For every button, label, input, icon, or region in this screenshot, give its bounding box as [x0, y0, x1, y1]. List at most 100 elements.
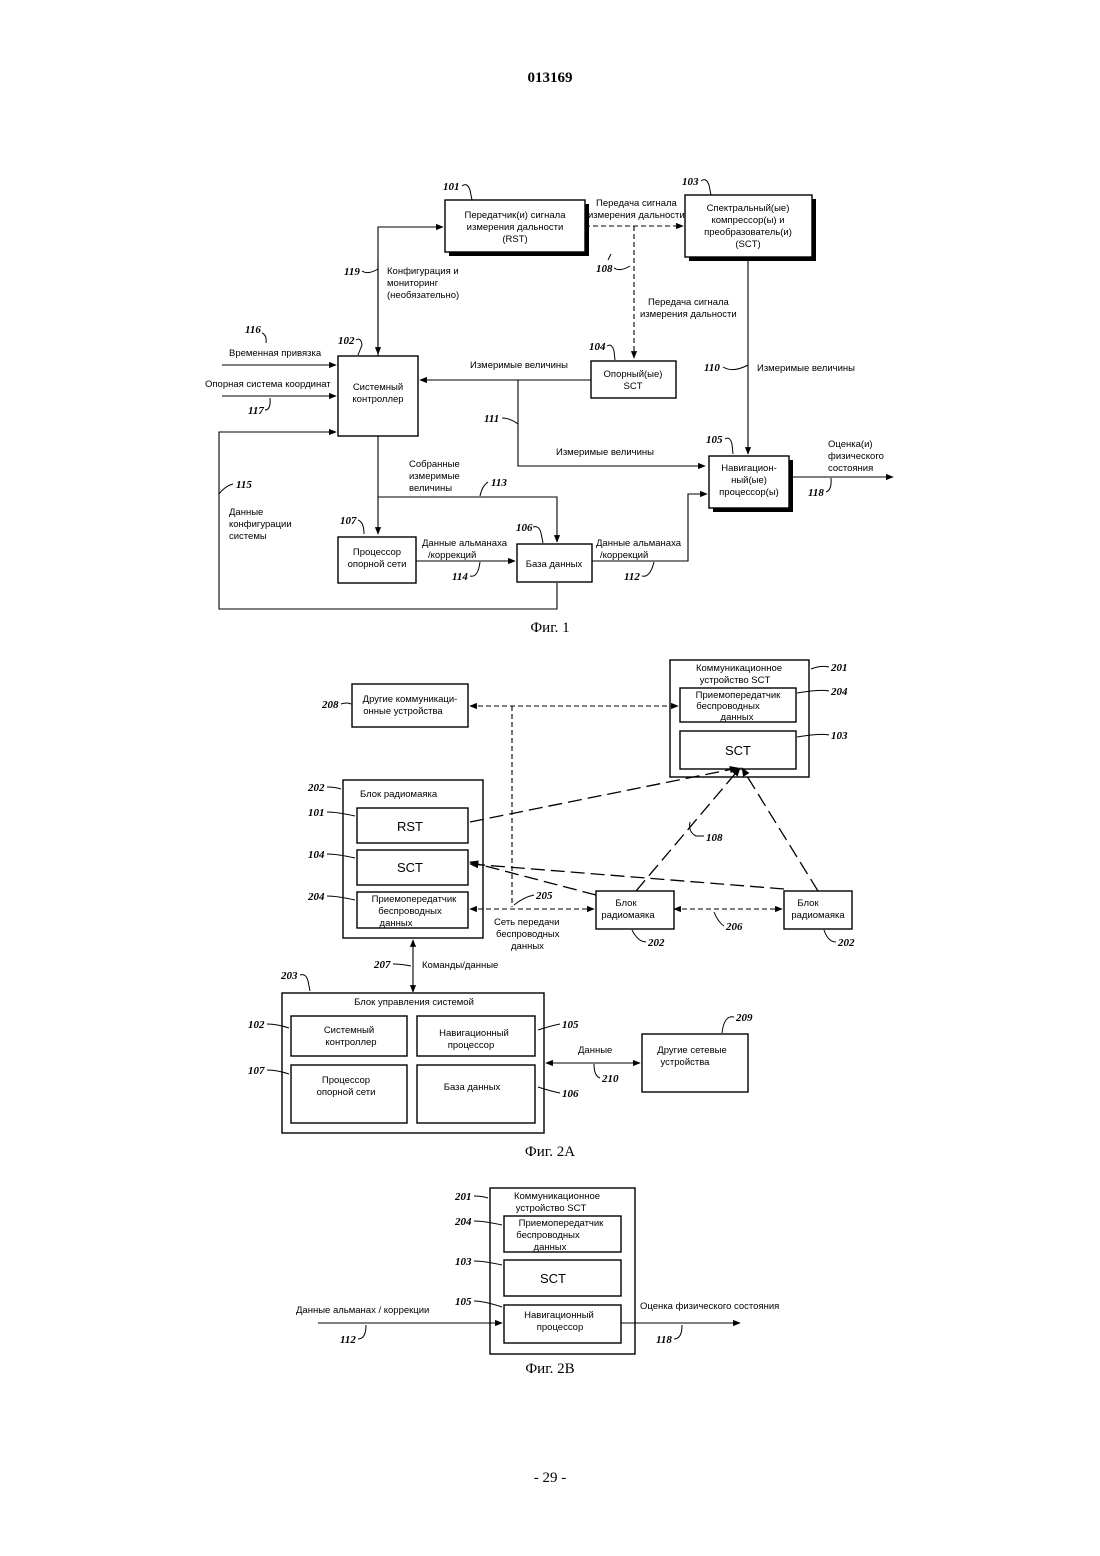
- wireless-net-label-1: Сеть передачи: [494, 917, 559, 928]
- ref-204-beacon: 204: [307, 891, 325, 903]
- nav-proc-label-1: Навигационный: [439, 1028, 509, 1039]
- ref-203: 203: [280, 970, 298, 982]
- page-number-header: 013169: [528, 70, 573, 86]
- sct-comm-2b-label-1: Коммуникационное: [514, 1191, 600, 1202]
- ref-net-proc-label-1: Процессор: [322, 1075, 370, 1086]
- nav-proc-2b-label-1: Навигационный: [524, 1310, 594, 1321]
- data-label: Данные: [578, 1045, 612, 1056]
- system-config-label-3: системы: [229, 531, 267, 542]
- collected-measurables-label-3: величины: [409, 483, 452, 494]
- database-label: База данных: [444, 1082, 501, 1093]
- rst-label: RST: [397, 819, 423, 834]
- ref-112: 112: [624, 571, 640, 583]
- ref-209: 209: [735, 1012, 753, 1024]
- ref-202-right: 202: [837, 937, 855, 949]
- ref-102: 102: [338, 335, 355, 347]
- transceiver-2b-label-3: данных: [534, 1242, 567, 1253]
- ref-net-label-1: Процессор: [353, 547, 401, 558]
- ranging-signal-mid-1: Передача сигнала: [648, 297, 730, 308]
- other-comm-label-2: онные устройства: [363, 706, 443, 717]
- transceiver-beacon-label-3: данных: [380, 918, 413, 929]
- ranging-signal-label-1: Передача сигнала: [596, 198, 678, 209]
- beacon-right-label-1: Блок: [797, 898, 819, 909]
- ref-210: 210: [601, 1073, 619, 1085]
- config-monitoring-label-1: Конфигурация и: [387, 266, 459, 277]
- ref-103: 103: [831, 730, 848, 742]
- ref-202: 202: [307, 782, 325, 794]
- controller-label-2: контроллер: [352, 394, 403, 405]
- commands-data-label: Команды/данные: [422, 960, 498, 971]
- ref-104: 104: [589, 341, 606, 353]
- nav-label-3: процессор(ы): [719, 487, 779, 498]
- ranging-signal-label-2: измерения дальности: [588, 210, 685, 221]
- ref-101: 101: [443, 181, 460, 193]
- ref-103: 103: [682, 176, 699, 188]
- sct-comm-label-2: устройство SCT: [700, 675, 771, 686]
- almanac-right-label-1: Данные альманаха: [596, 538, 682, 549]
- figure-2a: Коммуникационное устройство SCT Приемопе…: [248, 660, 855, 1160]
- system-config-label-2: конфигурации: [229, 519, 292, 530]
- transceiver-beacon-label-1: Приемопередатчик: [372, 894, 458, 905]
- transceiver-beacon-label-2: беспроводных: [378, 906, 442, 917]
- state-estimate-2b-label: Оценка физического состояния: [640, 1301, 779, 1312]
- db-label: База данных: [526, 559, 583, 570]
- almanac-right-label-2: /коррекций: [600, 550, 648, 561]
- sct-comm-device-block: Коммуникационное устройство SCT Приемопе…: [670, 660, 809, 777]
- other-comm-devices-block: Другие коммуникаци- онные устройства: [352, 684, 468, 727]
- config-monitoring-label-2: мониторинг: [387, 278, 439, 289]
- ref-205: 205: [535, 890, 553, 902]
- figure-2b: Коммуникационное устройство SCT Приемопе…: [296, 1188, 779, 1377]
- sct-label-4: (SCT): [735, 239, 760, 250]
- ref-108: 108: [706, 832, 723, 844]
- database-block: База данных: [517, 544, 592, 582]
- nav-proc-2b-label-2: процессор: [537, 1322, 584, 1333]
- ref-114: 114: [452, 571, 468, 583]
- ref-110: 110: [704, 362, 720, 374]
- ref-net-label-2: опорной сети: [348, 559, 407, 570]
- sys-mgmt-label: Блок управления системой: [354, 997, 474, 1008]
- state-estimate-label-1: Оценка(и): [828, 439, 873, 450]
- controller-label-1: Системный: [353, 382, 403, 393]
- measurables-controller-label: Измеримые величины: [470, 360, 568, 371]
- rst-label-2: измерения дальности: [467, 222, 564, 233]
- rst-label-1: Передатчик(и) сигнала: [464, 210, 566, 221]
- other-net-label-2: устройства: [661, 1057, 711, 1068]
- collected-measurables-label-2: измеримые: [409, 471, 460, 482]
- navigation-processor-block: Навигацион- ный(ые) процессор(ы): [709, 456, 793, 512]
- wireless-net-label-2: беспроводных: [496, 929, 560, 940]
- ref-102: 102: [248, 1019, 265, 1031]
- sct-comm-device-2b-block: Коммуникационное устройство SCT Приемопе…: [490, 1188, 635, 1354]
- beacon-right-label-2: радиомаяка: [791, 910, 845, 921]
- beacon-unit-block: Блок радиомаяка RST SCT Приемопередатчик…: [343, 780, 483, 938]
- nav-label-1: Навигацион-: [721, 463, 776, 474]
- ref-111: 111: [484, 413, 499, 425]
- sct-label-2: компрессор(ы) и: [711, 215, 784, 226]
- sct-2b-label: SCT: [540, 1271, 566, 1286]
- state-estimate-label-3: состояния: [828, 463, 873, 474]
- sct-top-label: SCT: [725, 743, 751, 758]
- almanac-left-label-2: /коррекций: [428, 550, 476, 561]
- ref-sct-label-1: Опорный(ые): [604, 369, 663, 380]
- transceiver-2b-label-1: Приемопередатчик: [519, 1218, 605, 1229]
- page-footer: - 29 -: [534, 1470, 567, 1486]
- ref-104: 104: [308, 849, 325, 861]
- ref-net-proc-label-2: опорной сети: [317, 1087, 376, 1098]
- ref-112-2b: 112: [340, 1334, 356, 1346]
- beacon-right-block: Блок радиомаяка: [784, 891, 852, 929]
- config-monitoring-label-3: (необязательно): [387, 290, 459, 301]
- wireless-net-label-3: данных: [511, 941, 544, 952]
- other-network-devices-block: Другие сетевые устройства: [642, 1034, 748, 1092]
- measurables-nav-label: Измеримые величины: [556, 447, 654, 458]
- other-net-label-1: Другие сетевые: [657, 1045, 726, 1056]
- nav-proc-label-2: процессор: [448, 1040, 495, 1051]
- ref-sct-label-2: SCT: [624, 381, 643, 392]
- ref-117: 117: [248, 405, 264, 417]
- ref-105: 105: [706, 434, 723, 446]
- ref-118: 118: [808, 487, 824, 499]
- ref-115: 115: [236, 479, 252, 491]
- ref-105: 105: [562, 1019, 579, 1031]
- ref-119: 119: [344, 266, 360, 278]
- ref-207: 207: [373, 959, 391, 971]
- system-config-label-1: Данные: [229, 507, 263, 518]
- coordinate-reference-label: Опорная система координат: [205, 379, 331, 390]
